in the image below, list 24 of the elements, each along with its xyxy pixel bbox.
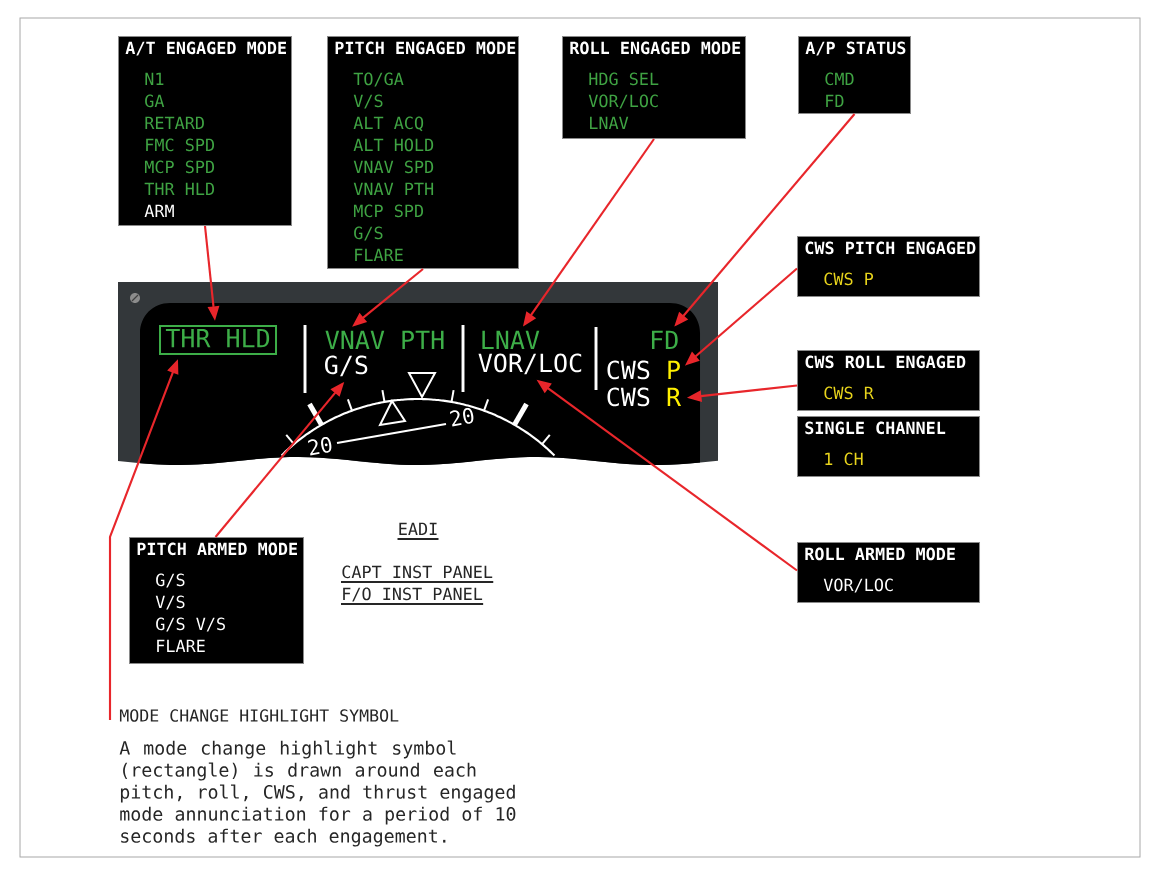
mode-annunciation: G/S (325, 355, 368, 377)
mode-box: CWS PITCH ENGAGED CWS P (797, 236, 980, 297)
mode-box: SINGLE CHANNEL 1 CH (797, 416, 980, 477)
mode-annunciation: CWS P (607, 360, 680, 380)
pitch-scale-number: 20 (308, 437, 332, 456)
note-text: MODE CHANGE HIGHLIGHT SYMBOL A mode change highlight symbol (rectangle) is drawn around each pitch, roll, CWS, and thrust engaged mode annunciation for a period of 10 seconds after each engagement. (119, 709, 516, 847)
underlined-label: CAPT INST PANEL (340, 565, 495, 583)
mode-annunciation: VOR/LOC (478, 353, 582, 375)
mode-annunciation: VNAV PTH (325, 330, 444, 349)
mode-box: PITCH ARMED MODE G/S V/S G/S V/S FLARE (129, 537, 304, 664)
eadi-display (118, 282, 718, 465)
mode-annunciation: LNAV (482, 330, 540, 349)
mode-box: ROLL ENGAGED MODE HDG SEL VOR/LOC LNAV (562, 36, 746, 139)
mode-annunciation: CWS R (607, 387, 682, 407)
mode-box: A/P STATUS CMD FD (798, 36, 911, 114)
underlined-label: EADI (396, 522, 440, 540)
mode-box: ROLL ARMED MODE VOR/LOC (797, 542, 980, 603)
mode-box: PITCH ENGAGED MODE TO/GA V/S ALT ACQ ALT HOLD VNAV SPD VNAV PTH MCP SPD G/S FLARE (327, 36, 519, 269)
underlined-label: F/O INST PANEL (340, 587, 485, 605)
mode-box: A/T ENGAGED MODE N1 GA RETARD FMC SPD MCP SPD THR HLD ARM (118, 36, 292, 226)
mode-annunciation: FD (652, 330, 678, 349)
pitch-scale-number: 20 (450, 408, 474, 427)
mode-box: CWS ROLL ENGAGED CWS R (797, 350, 980, 411)
highlight-box: THR HLD (159, 325, 277, 355)
